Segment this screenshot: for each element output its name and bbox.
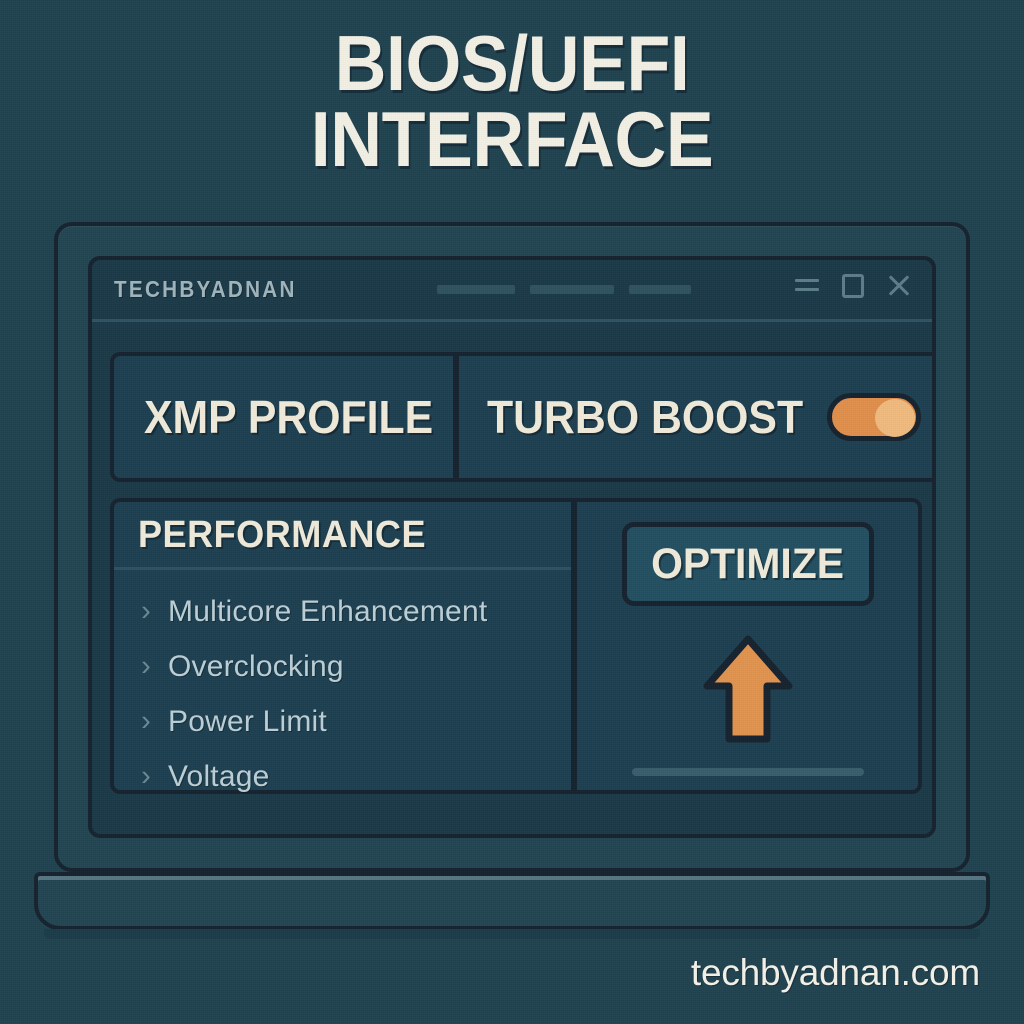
top-panel-row: XMP PROFILE TURBO BOOST — [110, 352, 932, 482]
list-item[interactable]: › Overclocking — [138, 639, 571, 694]
performance-header: PERFORMANCE — [114, 502, 571, 570]
toggle-knob — [874, 399, 915, 437]
laptop-base — [34, 872, 990, 930]
footer-website: techbyadnan.com — [690, 952, 980, 993]
list-item-label: Voltage — [168, 759, 270, 793]
window-titlebar: TECHBYADNAN — [92, 260, 932, 322]
maximize-icon[interactable] — [842, 273, 864, 298]
optimize-button[interactable]: OPTIMIZE — [621, 522, 874, 606]
performance-panel: PERFORMANCE › Multicore Enhancement › Ov… — [110, 498, 574, 794]
laptop-lid: TECHBYADNAN XMP PROFILE TUR — [54, 222, 970, 872]
optimize-divider — [631, 768, 864, 776]
menu-placeholder-bars — [437, 285, 691, 294]
page-title: BIOS/UEFI INTERFACE — [0, 19, 1024, 183]
menu-placeholder-1[interactable] — [437, 285, 515, 294]
turbo-boost-toggle[interactable] — [826, 393, 921, 441]
list-item[interactable]: › Power Limit — [138, 694, 571, 749]
arrow-up-icon — [703, 635, 792, 743]
window-controls — [794, 272, 912, 298]
list-item[interactable]: › Multicore Enhancement — [138, 584, 571, 639]
optimize-panel: OPTIMIZE — [574, 498, 922, 794]
page-title-line-2: INTERFACE — [310, 94, 714, 183]
performance-list: › Multicore Enhancement › Overclocking ›… — [114, 570, 571, 804]
page-title-line-1: BIOS/UEFI — [334, 19, 690, 107]
turbo-boost-label: TURBO BOOST — [487, 391, 804, 443]
xmp-profile-label: XMP PROFILE — [144, 391, 434, 443]
menu-placeholder-2[interactable] — [530, 285, 614, 294]
chevron-right-icon: › — [141, 760, 151, 792]
turbo-boost-panel[interactable]: TURBO BOOST — [456, 352, 932, 482]
bottom-panel-row: PERFORMANCE › Multicore Enhancement › Ov… — [110, 498, 922, 794]
chevron-right-icon: › — [141, 705, 151, 737]
menu-placeholder-3[interactable] — [629, 285, 691, 294]
laptop-screen: TECHBYADNAN XMP PROFILE TUR — [88, 256, 936, 838]
close-icon[interactable] — [886, 272, 912, 298]
list-item[interactable]: › Voltage — [138, 749, 571, 804]
list-item-label: Overclocking — [168, 649, 344, 683]
menu-icon[interactable] — [794, 272, 820, 298]
xmp-profile-panel[interactable]: XMP PROFILE — [110, 352, 456, 482]
list-item-label: Power Limit — [168, 704, 327, 738]
performance-title: PERFORMANCE — [138, 514, 427, 556]
app-title: TECHBYADNAN — [114, 276, 297, 302]
laptop-base-shadow — [44, 929, 980, 939]
optimize-button-label: OPTIMIZE — [651, 539, 844, 588]
list-item-label: Multicore Enhancement — [168, 594, 488, 628]
chevron-right-icon: › — [141, 650, 151, 682]
chevron-right-icon: › — [141, 595, 151, 627]
